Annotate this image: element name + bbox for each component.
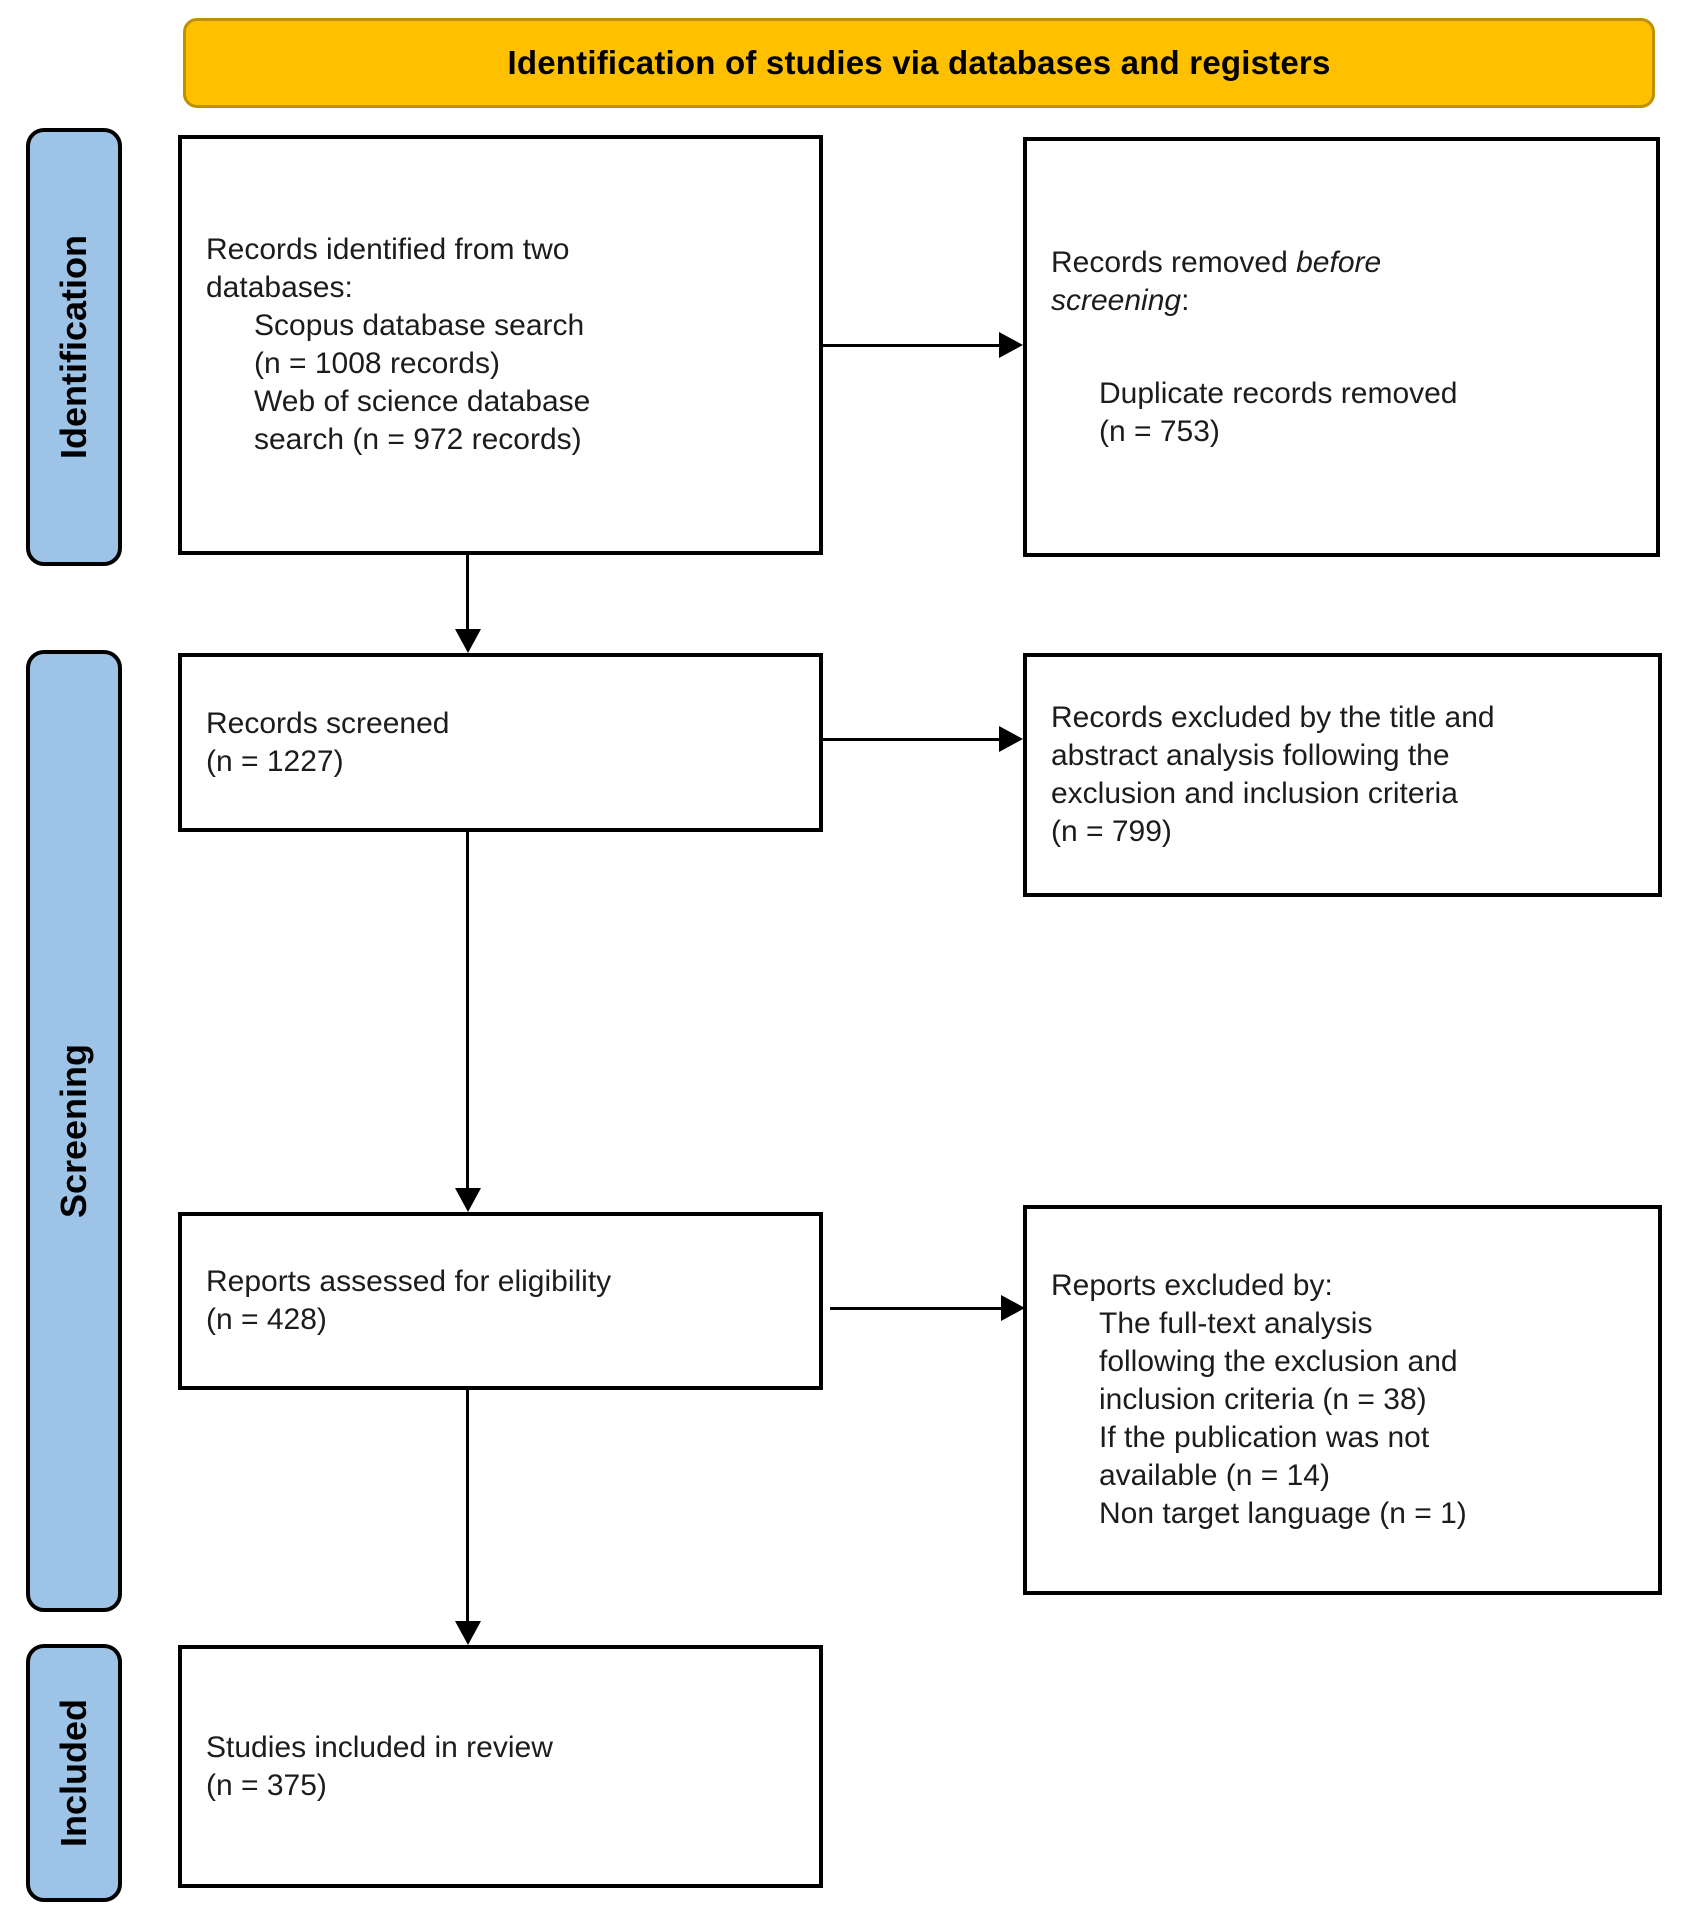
records-removed-intro-suffix: :	[1181, 283, 1190, 317]
box-records-identified: Records identified from two databases: S…	[178, 135, 823, 555]
arrow-line	[823, 344, 1001, 347]
reports-excluded-items: The full-text analysis following the exc…	[1051, 1305, 1640, 1533]
box-reports-excluded: Reports excluded by: The full-text analy…	[1023, 1205, 1662, 1595]
arrow-head-right-icon	[999, 332, 1023, 358]
box-studies-included: Studies included in review (n = 375)	[178, 1645, 823, 1888]
box-reports-assessed: Reports assessed for eligibility (n = 42…	[178, 1212, 823, 1390]
arrow-line	[466, 832, 469, 1190]
stage-label-identification-text: Identification	[53, 235, 94, 459]
records-removed-intro-italic: before screening	[1051, 245, 1382, 317]
header-banner: Identification of studies via databases …	[183, 18, 1655, 108]
records-excluded-text: Records excluded by the title and abstra…	[1051, 701, 1495, 848]
stage-label-included-text: Included	[53, 1698, 95, 1848]
records-removed-intro-prefix: Records removed	[1051, 245, 1297, 279]
reports-excluded-item-unavailable: If the publication was not available (n …	[1099, 1421, 1430, 1492]
arrow-line	[466, 1390, 469, 1623]
arrow-line	[830, 1307, 1003, 1310]
reports-excluded-item-fulltext: The full-text analysis following the exc…	[1099, 1307, 1458, 1416]
records-identified-intro: Records identified from two databases:	[206, 233, 570, 304]
arrow-head-down-icon	[455, 1188, 481, 1212]
studies-included-text: Studies included in review (n = 375)	[206, 1730, 553, 1802]
box-records-removed: Records removed before screening: Duplic…	[1023, 137, 1660, 557]
reports-excluded-intro: Reports excluded by:	[1051, 1269, 1333, 1302]
stage-label-included: Included	[26, 1644, 122, 1902]
stage-label-screening-text: Screening	[53, 1043, 94, 1219]
records-removed-items: Duplicate records removed (n = 753)	[1051, 375, 1638, 451]
stage-label-identification: Identification	[26, 128, 122, 566]
box-records-screened: Records screened (n = 1227)	[178, 653, 823, 832]
records-identified-items: Scopus database search (n = 1008 records…	[206, 307, 801, 459]
records-screened-text: Records screened (n = 1227)	[206, 706, 450, 778]
arrow-line	[823, 738, 1001, 741]
arrow-head-right-icon	[999, 726, 1023, 752]
reports-excluded-item-language: Non target language (n = 1)	[1099, 1497, 1467, 1530]
header-title: Identification of studies via databases …	[507, 44, 1331, 81]
box-records-excluded: Records excluded by the title and abstra…	[1023, 653, 1662, 897]
records-removed-item-duplicates: Duplicate records removed (n = 753)	[1099, 376, 1458, 448]
stage-label-screening: Screening	[26, 650, 122, 1612]
arrow-head-down-icon	[455, 629, 481, 653]
records-removed-intro: Records removed before screening:	[1051, 244, 1638, 320]
records-identified-item-wos: Web of science database search (n = 972 …	[254, 385, 591, 456]
arrow-head-down-icon	[455, 1621, 481, 1645]
arrow-line	[466, 555, 469, 631]
records-identified-item-scopus: Scopus database search (n = 1008 records…	[254, 309, 585, 380]
reports-assessed-text: Reports assessed for eligibility (n = 42…	[206, 1265, 612, 1336]
arrow-head-right-icon	[1001, 1295, 1025, 1321]
